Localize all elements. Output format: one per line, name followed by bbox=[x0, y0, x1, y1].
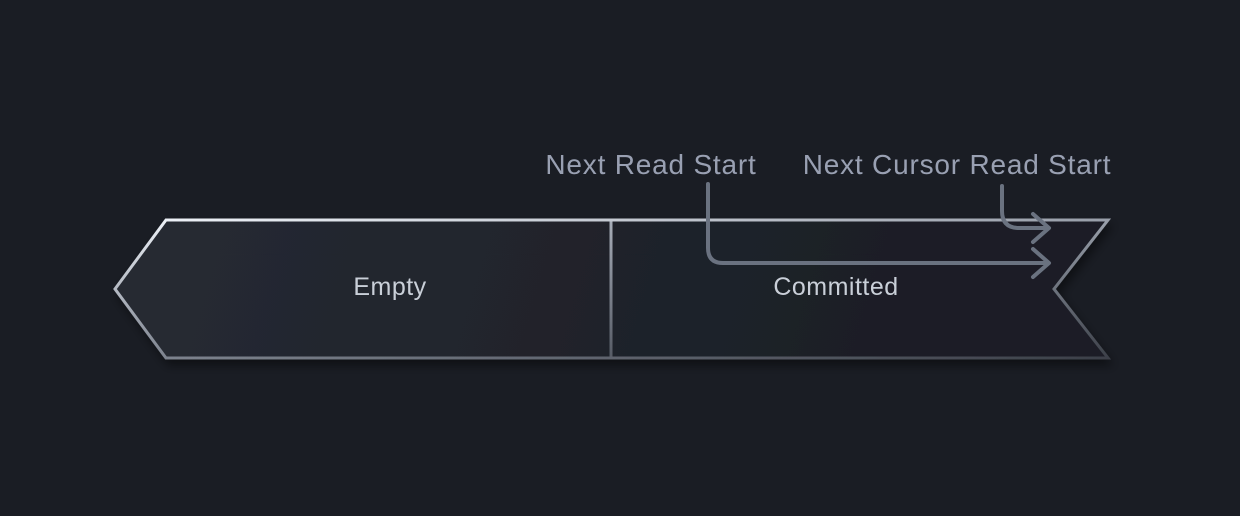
next-cursor-read-start-arrowhead-icon bbox=[1031, 212, 1051, 244]
segment-label-empty: Empty bbox=[353, 273, 426, 301]
segment-label-committed: Committed bbox=[773, 273, 898, 301]
next-cursor-read-start-arrow-line bbox=[1000, 184, 1048, 230]
next-cursor-read-start-arrow bbox=[1000, 184, 1051, 244]
annotation-label-next-cursor-read-start: Next Cursor Read Start bbox=[803, 149, 1112, 180]
next-read-start-arrow-line bbox=[706, 182, 1048, 265]
next-read-start-arrowhead-icon bbox=[1031, 247, 1051, 279]
next-read-start-arrow bbox=[706, 182, 1051, 279]
annotation-label-next-read-start: Next Read Start bbox=[545, 149, 756, 180]
